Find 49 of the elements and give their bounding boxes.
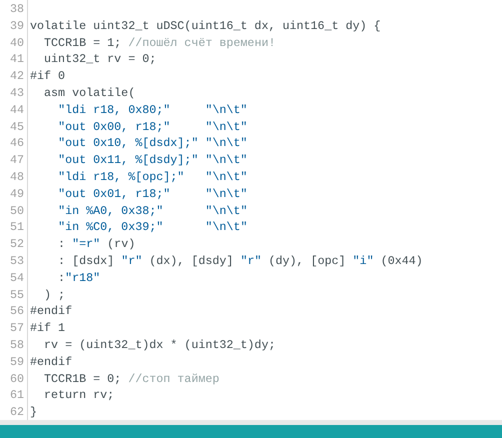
code-line: : "=r" (rv)	[57, 236, 136, 253]
line-number: 60	[8, 370, 24, 388]
code-line: "in %A0, 0x38;" "\n\t"	[57, 202, 248, 220]
line-number: 56	[8, 303, 24, 320]
code-line: "in %C0, 0x39;" "\n\t"	[57, 219, 248, 236]
line-number: 52	[8, 236, 24, 253]
line-number: 62	[8, 404, 24, 421]
line-number: 44	[8, 102, 24, 119]
code-line: volatile uint32_t uDSC(uint16_t dx, uint16_t dy) {	[30, 18, 381, 35]
line-number: 50	[8, 202, 24, 220]
code-line: #endif	[30, 303, 72, 320]
line-number: 41	[8, 51, 24, 68]
line-number: 54	[8, 270, 24, 287]
line-number: 57	[8, 320, 24, 337]
code-line: uint32_t rv = 0;	[43, 51, 156, 68]
code-line: "ldi r18, %[opc];" "\n\t"	[57, 169, 248, 186]
line-number: 47	[8, 152, 24, 169]
line-number: 49	[8, 186, 24, 203]
code-line: : [dsdx] "r" (dx), [dsdy] "r" (dy), [opc] "i" (0x44)	[57, 253, 423, 270]
line-number: 42	[8, 68, 24, 85]
line-number: 51	[8, 219, 24, 236]
line-number: 48	[8, 169, 24, 186]
code-line: "out 0x01, r18;" "\n\t"	[57, 186, 248, 203]
code-line: "out 0x11, %[dsdy];" "\n\t"	[57, 152, 248, 169]
code-line: :"r18"	[57, 270, 100, 287]
code-line: #if 0	[30, 68, 66, 85]
line-number: 61	[8, 387, 24, 404]
line-number: 58	[8, 337, 24, 354]
line-number: 46	[8, 135, 24, 152]
line-number: 59	[8, 354, 24, 371]
code-line: ) ;	[43, 286, 66, 304]
code-line: "ldi r18, 0x80;" "\n\t"	[57, 102, 248, 119]
code-line: #if 1	[30, 320, 66, 337]
line-number: 45	[8, 118, 24, 136]
code-line: TCCR1B = 1; //пошёл счёт времени!	[43, 34, 276, 52]
line-number: 53	[8, 253, 24, 270]
code-line: asm volatile(	[43, 85, 136, 102]
code-line: "out 0x00, r18;" "\n\t"	[57, 118, 248, 136]
line-number: 39	[8, 18, 24, 35]
line-number: 38	[8, 1, 24, 18]
code-line: return rv;	[43, 387, 114, 404]
code-line: #endif	[30, 354, 72, 371]
code-line: TCCR1B = 0; //стоп таймер	[43, 370, 220, 388]
code-line: "out 0x10, %[dsdx];" "\n\t"	[57, 135, 248, 152]
line-number: 40	[8, 34, 24, 52]
line-number: 43	[8, 85, 24, 102]
code-line: rv = (uint32_t)dx * (uint32_t)dy;	[43, 337, 276, 354]
code-line: }	[30, 404, 38, 421]
line-number: 55	[8, 286, 24, 304]
